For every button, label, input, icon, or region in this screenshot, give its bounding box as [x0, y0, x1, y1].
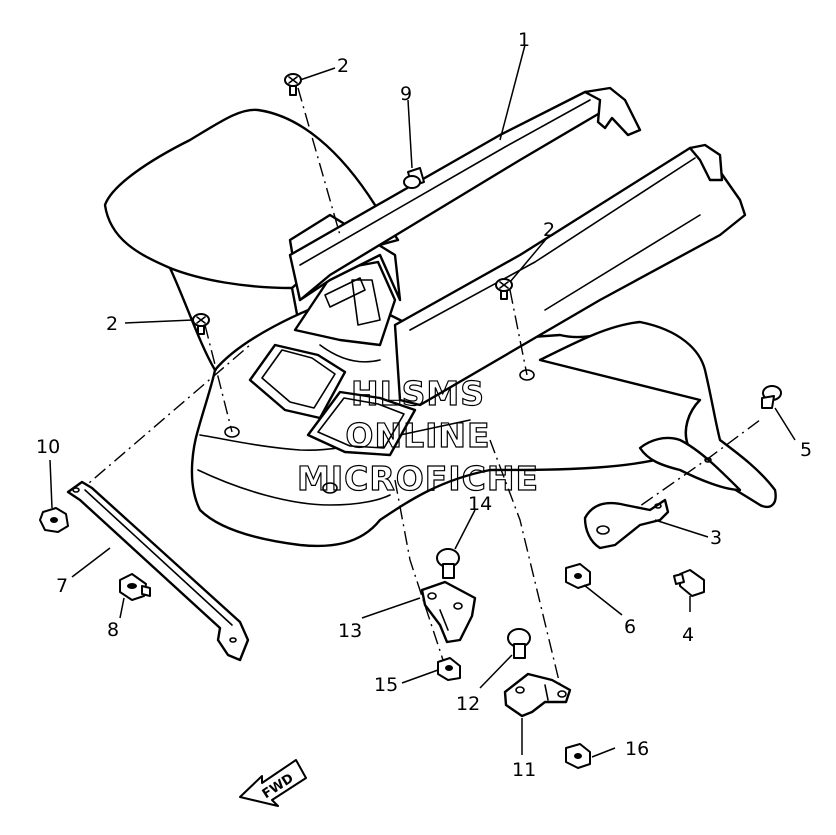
- nut-16: [565, 743, 591, 769]
- callout-4: 4: [682, 624, 694, 646]
- callout-labels: 1 2 9 2 2 5 3 4 6 10 7 8 14 13 15 12 11 …: [36, 29, 812, 781]
- bracket-11: [503, 672, 572, 718]
- callout-8: 8: [107, 619, 119, 641]
- bolt-4: [673, 569, 705, 597]
- side-rail-right: [393, 143, 747, 407]
- callout-2-right: 2: [543, 219, 555, 241]
- stay-7: [66, 480, 250, 662]
- callout-14: 14: [468, 493, 492, 515]
- bolt-9: [403, 167, 425, 189]
- fwd-arrow-icon: FWD: [239, 759, 307, 807]
- callout-13: 13: [338, 620, 362, 642]
- bolt-5: [761, 385, 782, 409]
- screw-2c: [495, 278, 513, 300]
- callout-12: 12: [456, 693, 480, 715]
- bracket-13: [420, 580, 477, 644]
- bolt-12: [507, 628, 531, 659]
- callout-2-top: 2: [337, 55, 349, 77]
- callout-2-left: 2: [106, 313, 118, 335]
- callout-15: 15: [374, 674, 398, 696]
- callout-11: 11: [512, 759, 536, 781]
- watermark: HLSMS ONLINE MICROFICHE: [296, 373, 539, 498]
- bolt-8: [119, 573, 151, 601]
- bolt-14: [436, 548, 460, 579]
- rear-fender: [103, 108, 777, 548]
- side-rail-left: [288, 86, 642, 302]
- watermark-line-1: HLSMS: [351, 374, 485, 413]
- callout-9: 9: [400, 83, 412, 105]
- callout-10: 10: [36, 436, 60, 458]
- callout-6: 6: [624, 616, 636, 638]
- watermark-line-3: MICROFICHE: [297, 459, 539, 498]
- watermark-line-2: ONLINE: [345, 416, 490, 455]
- callout-16: 16: [625, 738, 649, 760]
- nut-6: [565, 563, 591, 589]
- callout-7: 7: [56, 575, 68, 597]
- nut-15: [437, 657, 461, 681]
- callout-5: 5: [800, 439, 812, 461]
- bracket-3: [583, 498, 670, 550]
- leader-lines: [49, 44, 796, 758]
- callout-3: 3: [710, 527, 722, 549]
- callout-1: 1: [518, 29, 530, 51]
- nut-10: [39, 507, 69, 533]
- screw-2b: [192, 313, 210, 335]
